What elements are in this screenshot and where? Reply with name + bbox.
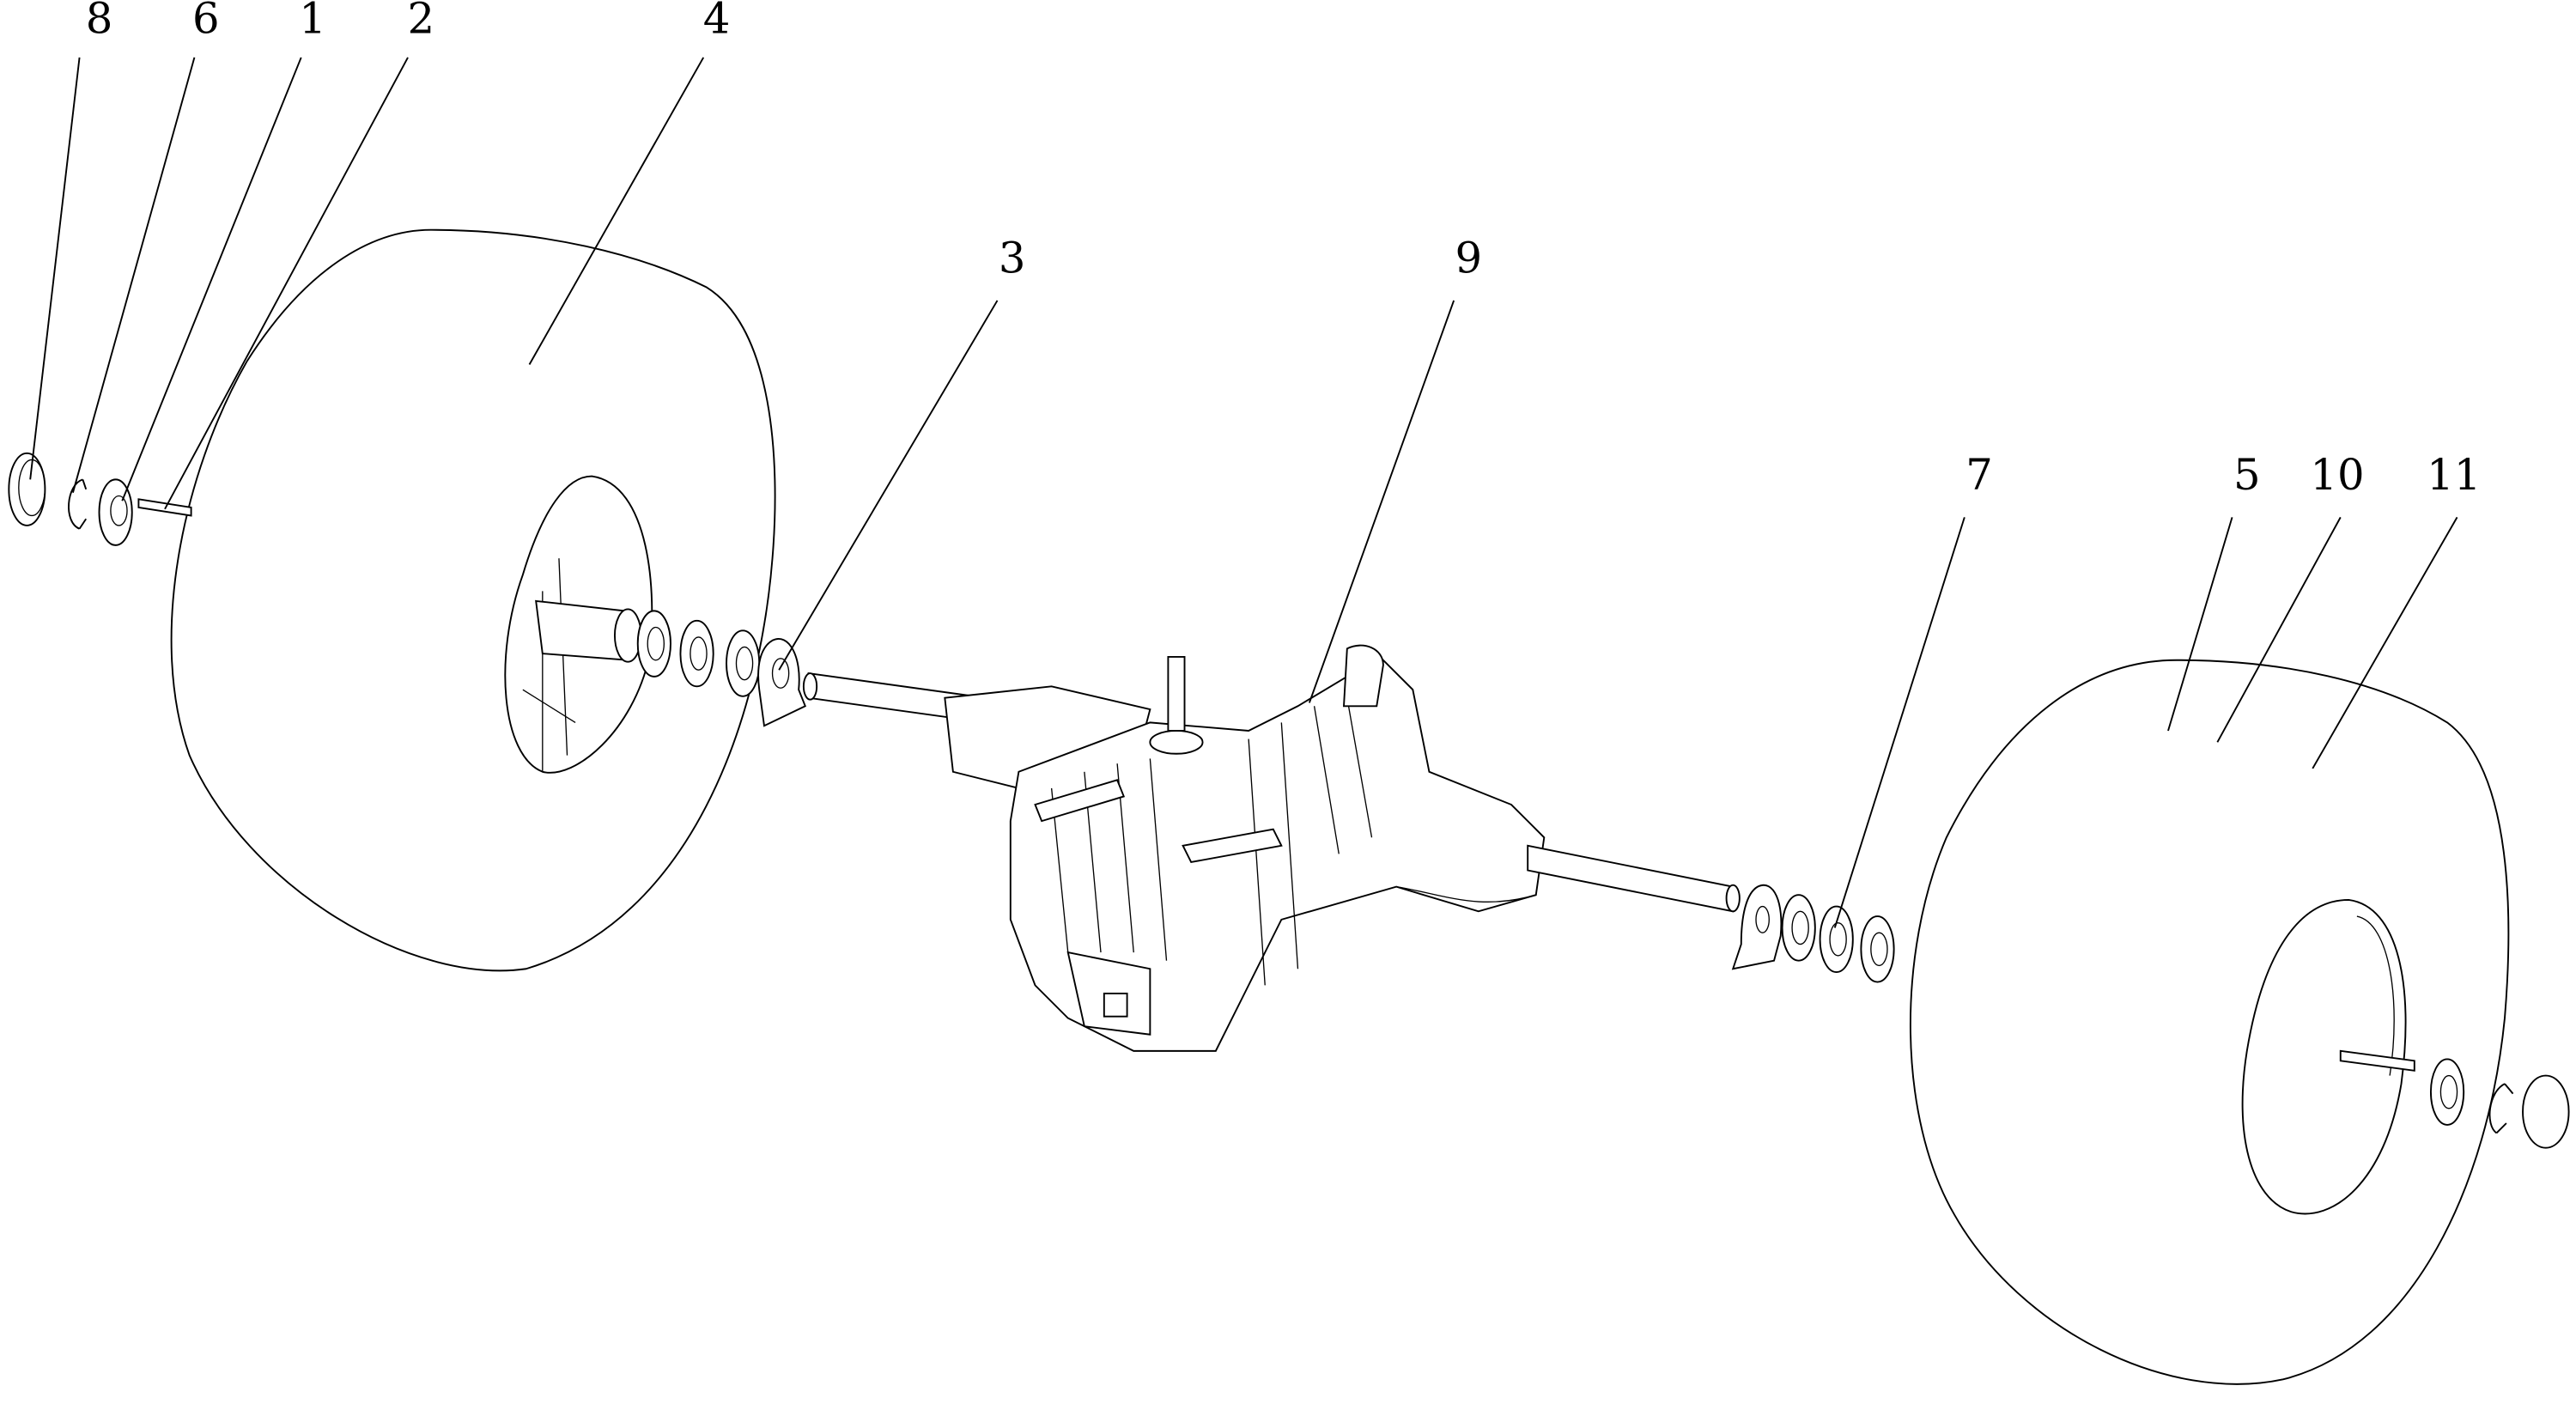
callout-2: 2 — [408, 0, 435, 43]
callout-11: 11 — [2427, 450, 2481, 500]
callout-4: 4 — [703, 0, 731, 43]
callout-10: 10 — [2310, 450, 2364, 500]
left-wheel — [170, 228, 776, 972]
right-wheel — [1910, 659, 2570, 1385]
callout-1: 1 — [299, 0, 326, 43]
callout-5: 5 — [2233, 450, 2261, 500]
callout-6: 6 — [192, 0, 220, 43]
left-hub-parts — [8, 452, 192, 546]
callout-8: 8 — [86, 0, 113, 43]
callout-9: 9 — [1455, 233, 1483, 283]
callout-7: 7 — [1965, 450, 1993, 500]
callout-3: 3 — [999, 233, 1026, 283]
transaxle — [802, 644, 1741, 1052]
left-spacers — [636, 610, 807, 727]
right-spacers — [1731, 884, 1895, 983]
leader-lines — [29, 57, 2458, 928]
